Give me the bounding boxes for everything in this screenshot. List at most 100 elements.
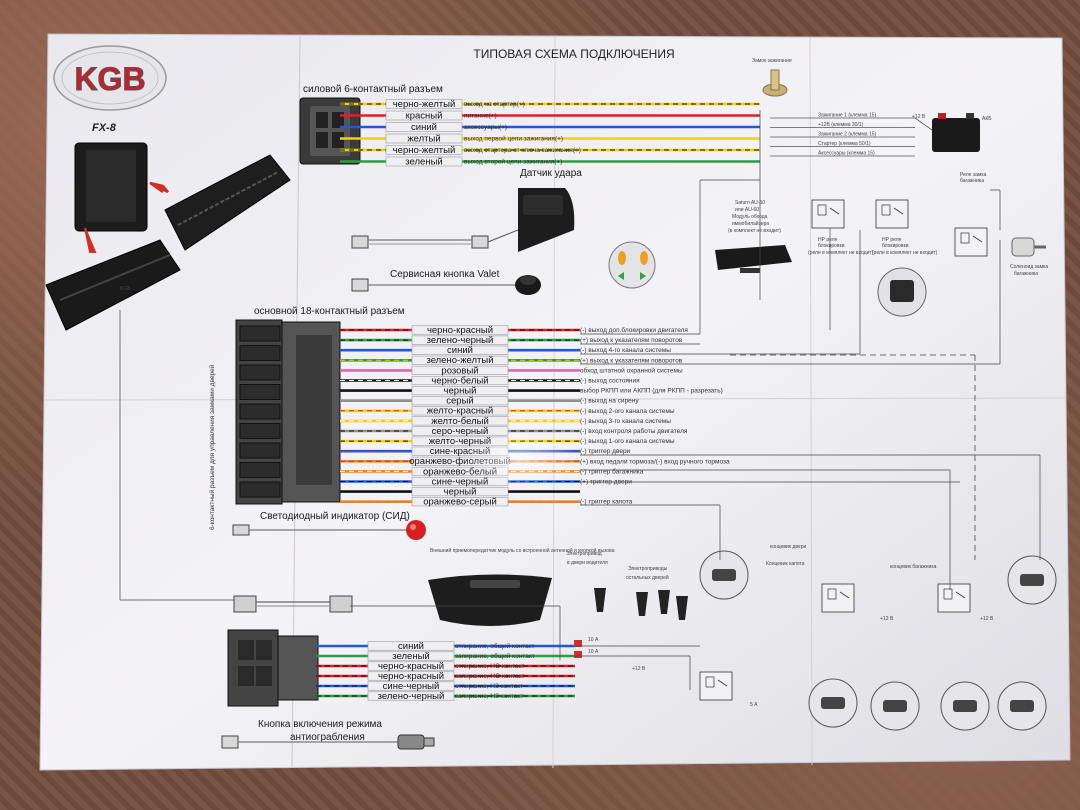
door-relay-icon [821,583,855,613]
main-connector-wire-label-box [411,355,509,365]
door-actuator-icons [594,588,688,620]
main-connector-wire-description: (-) выход 2-ого канала системы [580,408,675,415]
power-connector-wire-label: черно-желтый [393,99,456,110]
main-connector-wire-description: (+) выход к указателям поворотов [580,337,683,344]
main-connector-wire-description: (-) триггер двери [580,448,631,455]
main-connector-wire: желто-белый (-) выход 3-го канала системы [340,416,671,427]
main-connector-wire-description: (+) выход к указателям поворотов [580,357,683,364]
main-connector-wire-label: сине-черный [432,476,489,487]
hp-relay-2-icon [875,199,909,229]
door-lock-connector-wire-label: зелено-черный [378,691,445,702]
door-lock-connector-wire-description: отпирание, НО контакт [455,663,524,670]
main-connector-wire-description: (-) вход контроля работы двигателя [580,427,688,435]
driver-actuator-title2: в двери водителя [567,560,608,566]
door-lock-connector-wire-label: сине-черный [383,681,440,692]
trunk-solenoid-icon [1011,237,1046,257]
door-lock-connector-wire: черно-красный запирание, НО контакт [316,671,575,682]
svg-text:или AU-60: или AU-60 [735,207,759,213]
ignition-output-line: Стартер (клемма 50/1) [770,141,915,147]
shock-sensor-cable [351,229,519,249]
shock-sensor-icon [518,188,575,252]
fuse-icon [574,651,582,658]
door-lock-connector-wire-label-box [367,641,455,651]
door-lock-connector-wire-label: черно-красный [378,661,444,672]
door-lock-connector-vertical-label: 6-контактный разъем для управления замка… [208,364,216,530]
main-connector-title: основной 18-контактный разъем [254,306,405,317]
ignition-key-icon [877,267,927,317]
power-connector-wire-label-box [385,156,463,167]
svg-text:(в комплект не входит): (в комплект не входит) [728,228,781,234]
connector-pin-slot [239,384,281,400]
main-connector-wire-label: черный [444,386,477,397]
kgb-logo: KGB [53,45,167,111]
other-actuators-title: Электроприводы [628,566,668,572]
fuse-5a-label: 5 А [750,702,758,708]
main-connector-wire: серый(-) выход на сирену [340,396,639,407]
hp-relay-2-note: (реле в комплект не входит) [872,250,938,256]
main-connector-wire: зелено-желтый (+) выход к указателям пово… [340,355,683,366]
arrow-icon [149,181,169,194]
led-indicator-icon [232,520,426,540]
svg-text:Аксессуары (клемма 15): Аксессуары (клемма 15) [818,151,875,157]
door-lock-6-pin-connector [227,629,319,707]
main-connector-wire-label: розовый [441,365,478,376]
trunk-relay-title: Реле замка [960,172,987,178]
ignition-output-line: +12В (клемма 30/1) [770,122,915,128]
door-lock-connector-wire-label-box [367,671,455,681]
hp-relay-1-title: НР реле [818,237,838,243]
svg-text:Saturn AU-50: Saturn AU-50 [735,200,765,206]
trunk-solenoid-title: Соленоид замка [1010,264,1048,270]
trunk-relay-icon [954,227,988,257]
ignition-lock-label: Замок зажигания [752,58,792,64]
door-switch-label: концевик двери [770,544,806,550]
main-connector-wire: серо-черный(-) вход контроля работы двиг… [340,426,688,437]
door-lock-connector-wire-label-box [367,651,455,661]
hp-relay-1-note: (реле в комплект не входит) [808,250,874,256]
ext-transceiver-icon [428,574,552,626]
hood-car-icon [699,550,749,600]
door-lock-connector-wire-description: запирание, НО контакт [455,673,525,680]
main-connector-wire-description: (-) выход 3-го канала системы [580,418,671,425]
main-connector-wire-label-box [411,375,509,386]
trunk-car-icon [1007,555,1057,605]
driver-actuator-title: Электропривод [566,551,602,557]
svg-text:KGB: KGB [120,286,131,292]
main-connector-wire-label-box [411,487,509,497]
power-connector-wire-description: аксессуары(+) [464,124,507,131]
main-connector-wire-description: (-) триггер багажника [580,467,644,475]
svg-text:Модуль обхода: Модуль обхода [732,214,768,220]
power-connector-wire-label: черно-желтый [393,145,456,156]
door-lock-connector-wire-label: черно-красный [378,671,444,682]
main-connector-wire-label: оранжево-белый [423,466,497,477]
connection-wires [119,110,1041,690]
main-connector-wire: желто-красный (-) выход 2-ого канала сист… [340,406,675,417]
door-plus12-label: +12 В [632,666,646,672]
main-connector-wire-label: желто-белый [431,416,489,427]
main-connector-wire-label: зелено-черный [427,335,494,346]
main-connector-wire-label: желто-красный [427,406,493,417]
power-connector-wire-label-box [385,110,463,121]
power-connector-wire-label: синий [411,122,437,133]
main-connector-wire-label-box [411,416,509,426]
battery-wire [914,117,933,131]
power-connector-wire-label-box [385,99,463,109]
transceiver-cable [233,595,353,613]
main-connector-wire-label: черно-белый [431,375,488,386]
main-connector-wire-label: черно-красный [427,325,493,336]
ext-transceiver-label: Внешний приемопередатчик модуль со встро… [430,547,615,554]
hp-relay-2-title: НР реле [882,237,902,243]
power-connector-wire-label-box [385,122,463,132]
main-connector-wire-label: зелено-желтый [426,355,493,366]
main-connector-wire: черно-красный (-) выход доп.блокировки дв… [340,325,688,336]
connector-pin-slot [239,442,281,459]
main-connector-wire: зелено-черный (+) выход к указателям пово… [340,335,683,346]
main-connector-wire-label: сине-красный [430,446,491,457]
hp-relay-1-icon [811,199,845,229]
main-connector-wire-description: (-) выход доп.блокировки двигателя [580,326,688,334]
door-fuse-1-label: 10 А [588,637,599,643]
door-lock-connector-wire-description: отпирание, НЗ контакт [455,683,523,690]
